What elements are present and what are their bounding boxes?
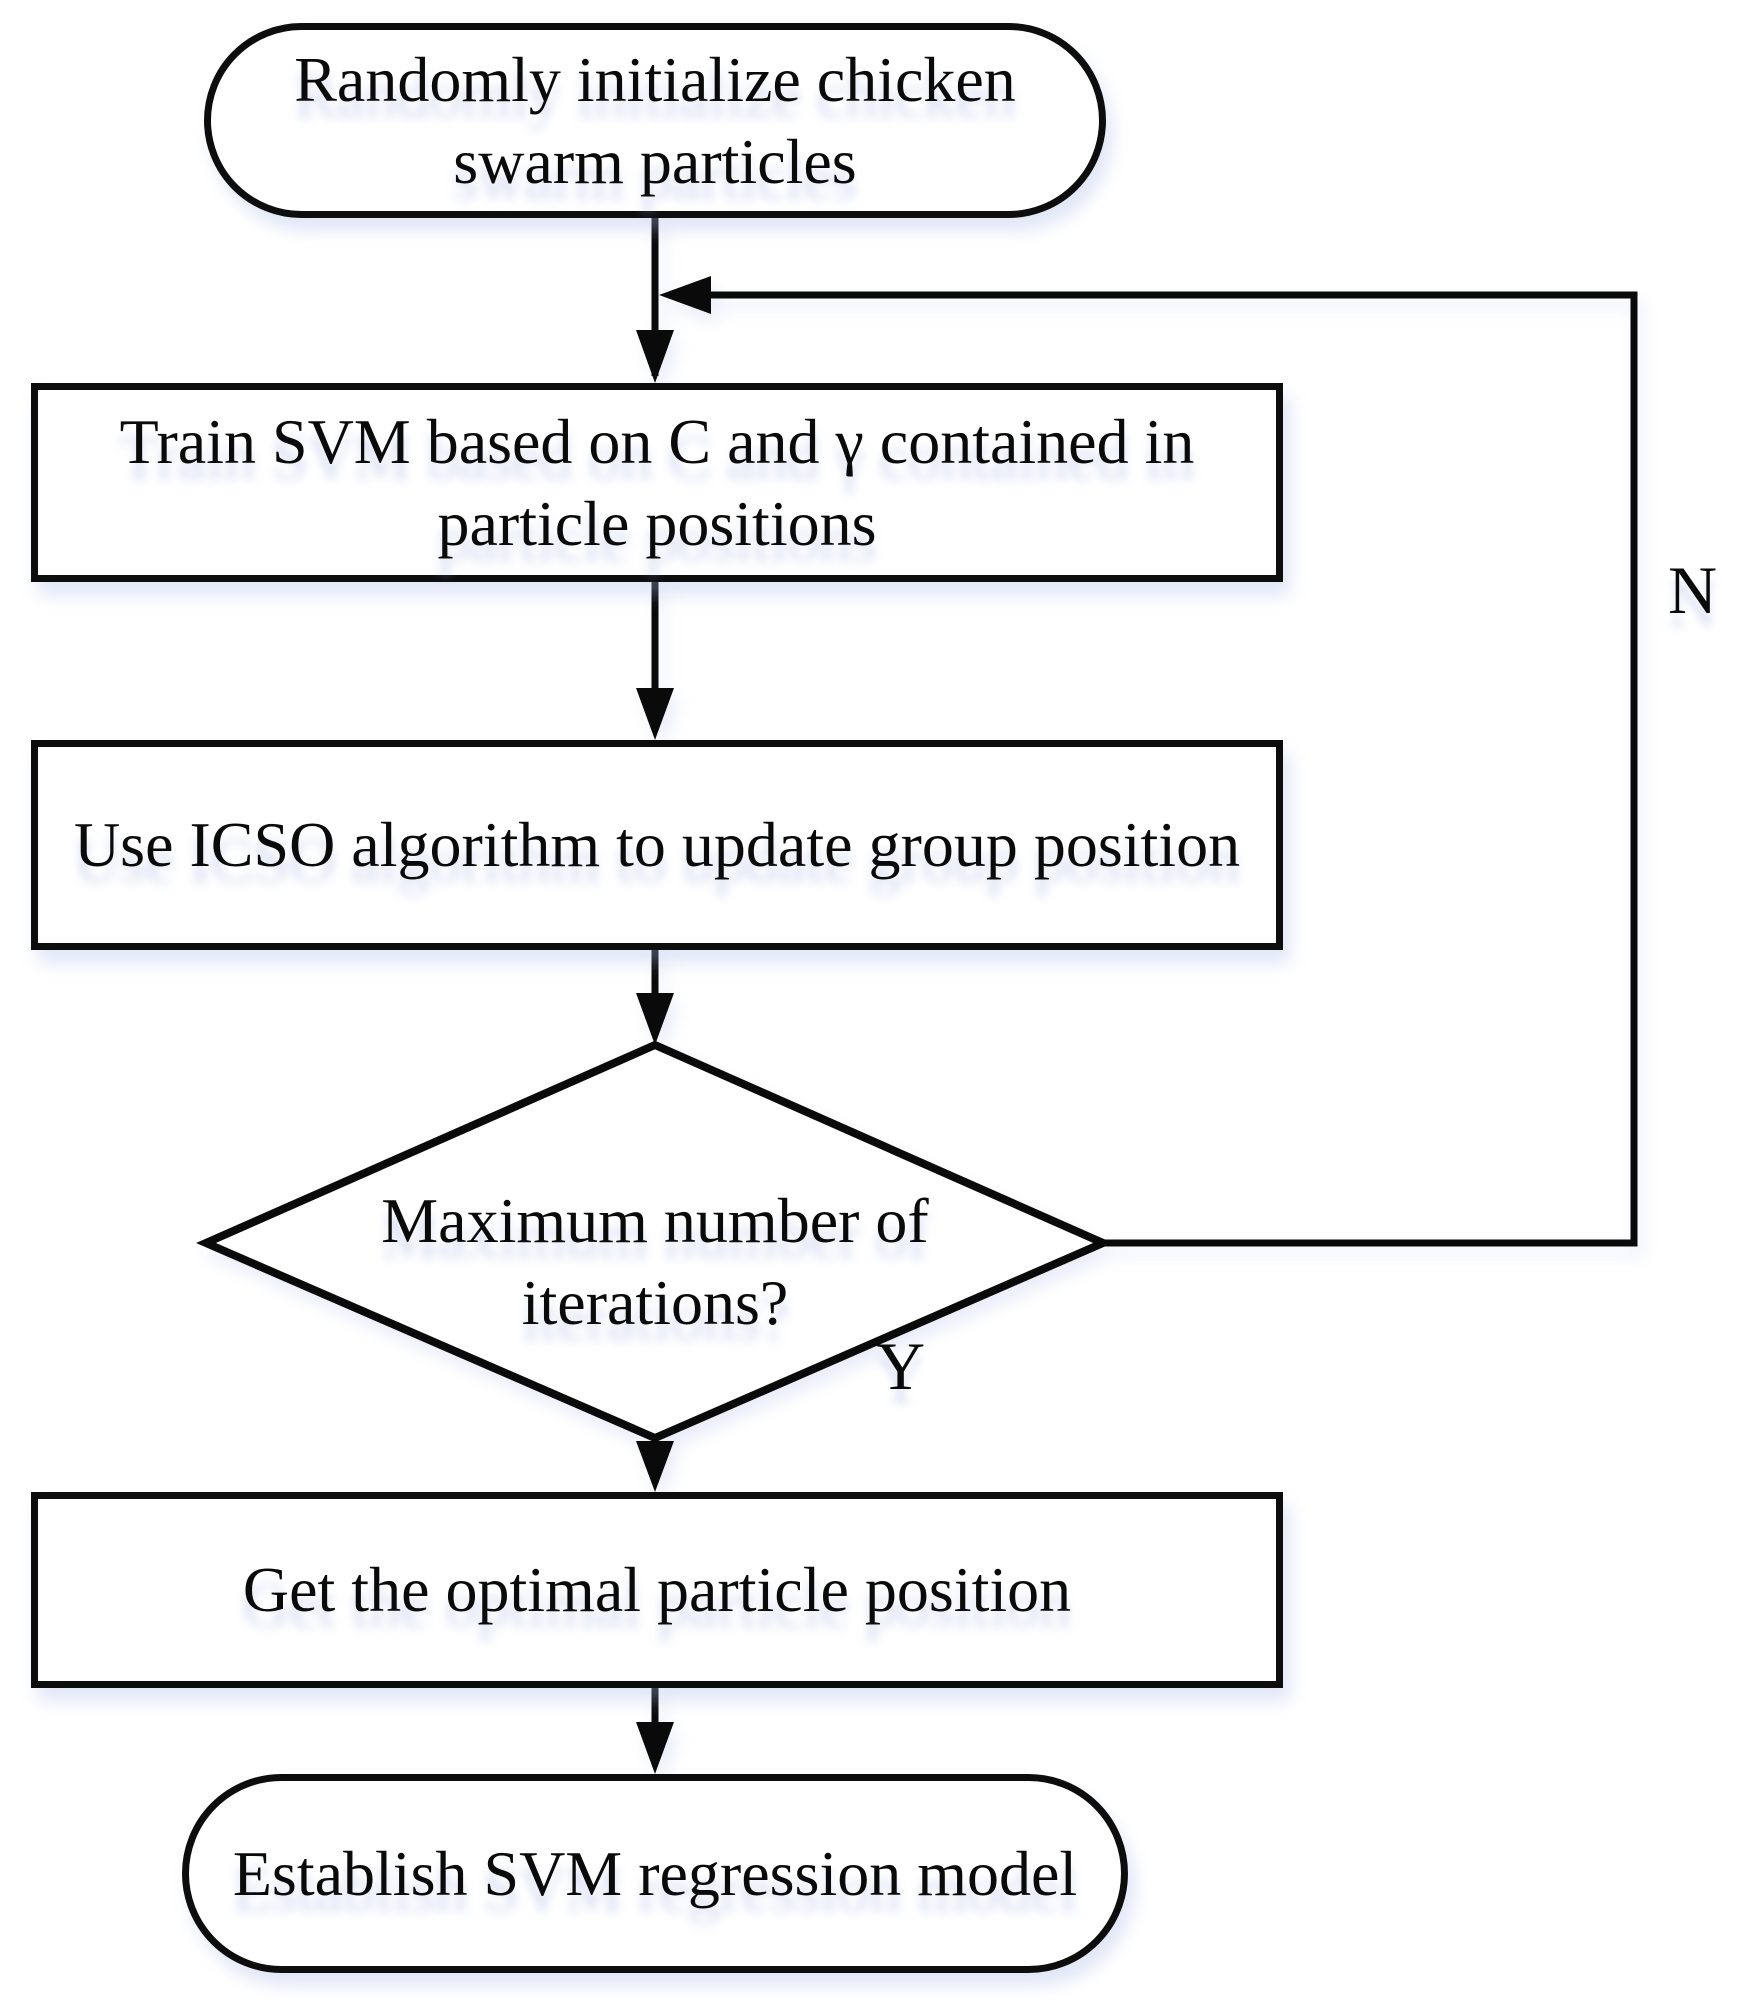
edge-update-to-decision-arrowhead	[636, 993, 674, 1045]
edge-decision-to-optimal-arrowhead	[636, 1441, 674, 1492]
edge-decision-to-train-arrowhead	[659, 276, 711, 314]
node-decision-label: Maximum number of iterations?	[205, 1045, 1105, 1438]
node-start-stadium: Randomly initialize chicken swarm partic…	[204, 23, 1106, 218]
node-train-rect: Train SVM based on C and γ contained in …	[31, 383, 1283, 582]
edge-decision-to-train-line	[711, 291, 1638, 1247]
edge-optimal-to-end-arrowhead	[636, 1722, 674, 1774]
node-update-rect: Use ICSO algorithm to update group posit…	[31, 740, 1283, 950]
node-optimal-text: Get the optimal particle position	[242, 1554, 1072, 1626]
edge-train-to-update-arrowhead	[636, 688, 674, 740]
node-train-text: Train SVM based on C and γ contained in …	[119, 405, 1195, 559]
node-update-text: Use ICSO algorithm to update group posit…	[73, 809, 1241, 881]
edge-start-to-train-arrowhead	[636, 330, 674, 383]
node-start-text: Randomly initialize chicken swarm partic…	[294, 43, 1016, 197]
edge-label-yes: Y	[876, 1328, 926, 1404]
node-end-stadium: Establish SVM regression model	[182, 1774, 1128, 1973]
node-end-text: Establish SVM regression model	[232, 1837, 1078, 1909]
edge-label-no: N	[1668, 552, 1718, 628]
node-optimal-rect: Get the optimal particle position	[31, 1492, 1283, 1688]
node-decision-text: Maximum number of iterations?	[381, 1184, 929, 1338]
